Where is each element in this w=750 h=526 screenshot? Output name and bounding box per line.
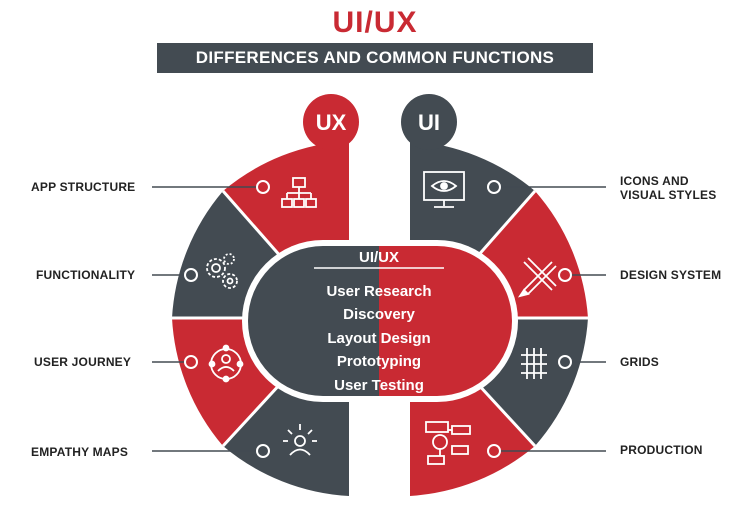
center-item: Layout Design <box>327 330 430 347</box>
label-grids: GRIDS <box>620 355 660 369</box>
connector-dot <box>558 355 572 369</box>
right-connectors <box>500 186 606 452</box>
connector-dot <box>256 444 270 458</box>
subtitle-banner: DIFFERENCES AND COMMON FUNCTIONS <box>157 43 593 73</box>
center-item: User Testing <box>334 377 424 394</box>
label-icons-visual-styles: ICONS AND VISUAL STYLES <box>620 174 716 202</box>
ui-badge-text: UI <box>418 110 440 135</box>
left-connectors <box>152 186 256 452</box>
label-user-journey: USER JOURNEY <box>34 355 132 369</box>
label-production: PRODUCTION <box>620 443 703 457</box>
label-icons-line2: VISUAL STYLES <box>620 188 717 202</box>
segment-production <box>410 382 535 496</box>
connector-dot <box>184 355 198 369</box>
subtitle-text: DIFFERENCES AND COMMON FUNCTIONS <box>195 48 555 67</box>
segment-icons-visual-styles <box>410 141 535 258</box>
segment-empathy-maps <box>223 382 349 496</box>
page-title: UI/UX <box>332 6 418 39</box>
ux-badge: UX <box>303 94 359 150</box>
monitor-eye-icon <box>423 171 465 208</box>
center-capsule <box>242 240 518 402</box>
ux-badge-text: UX <box>316 110 347 135</box>
label-functionality: FUNCTIONALITY <box>36 268 136 282</box>
center-item: Discovery <box>343 306 415 323</box>
center-item: Prototyping <box>337 353 421 370</box>
ui-half-ring <box>410 141 588 496</box>
ui-badge: UI <box>401 94 457 150</box>
user-network-icon <box>208 344 244 383</box>
connector-dot <box>558 268 572 282</box>
flowchart-icon <box>425 421 471 465</box>
center-heading: UI/UX <box>359 249 399 266</box>
connector-dot <box>487 444 501 458</box>
label-design-system: DESIGN SYSTEM <box>620 268 722 282</box>
grid-icon <box>521 348 547 379</box>
label-app-structure: APP STRUCTURE <box>31 180 136 194</box>
gears-icon <box>206 253 238 289</box>
label-icons-line1: ICONS AND <box>620 174 689 188</box>
label-empathy-maps: EMPATHY MAPS <box>31 445 129 459</box>
segment-dividers <box>172 190 588 448</box>
sitemap-icon <box>281 177 317 208</box>
connector-dot <box>184 268 198 282</box>
person-idea-icon <box>283 424 317 456</box>
connector-dot <box>256 180 270 194</box>
connector-dot <box>487 180 501 194</box>
center-item: User Research <box>326 283 431 300</box>
ruler-pencil-icon <box>517 257 557 298</box>
